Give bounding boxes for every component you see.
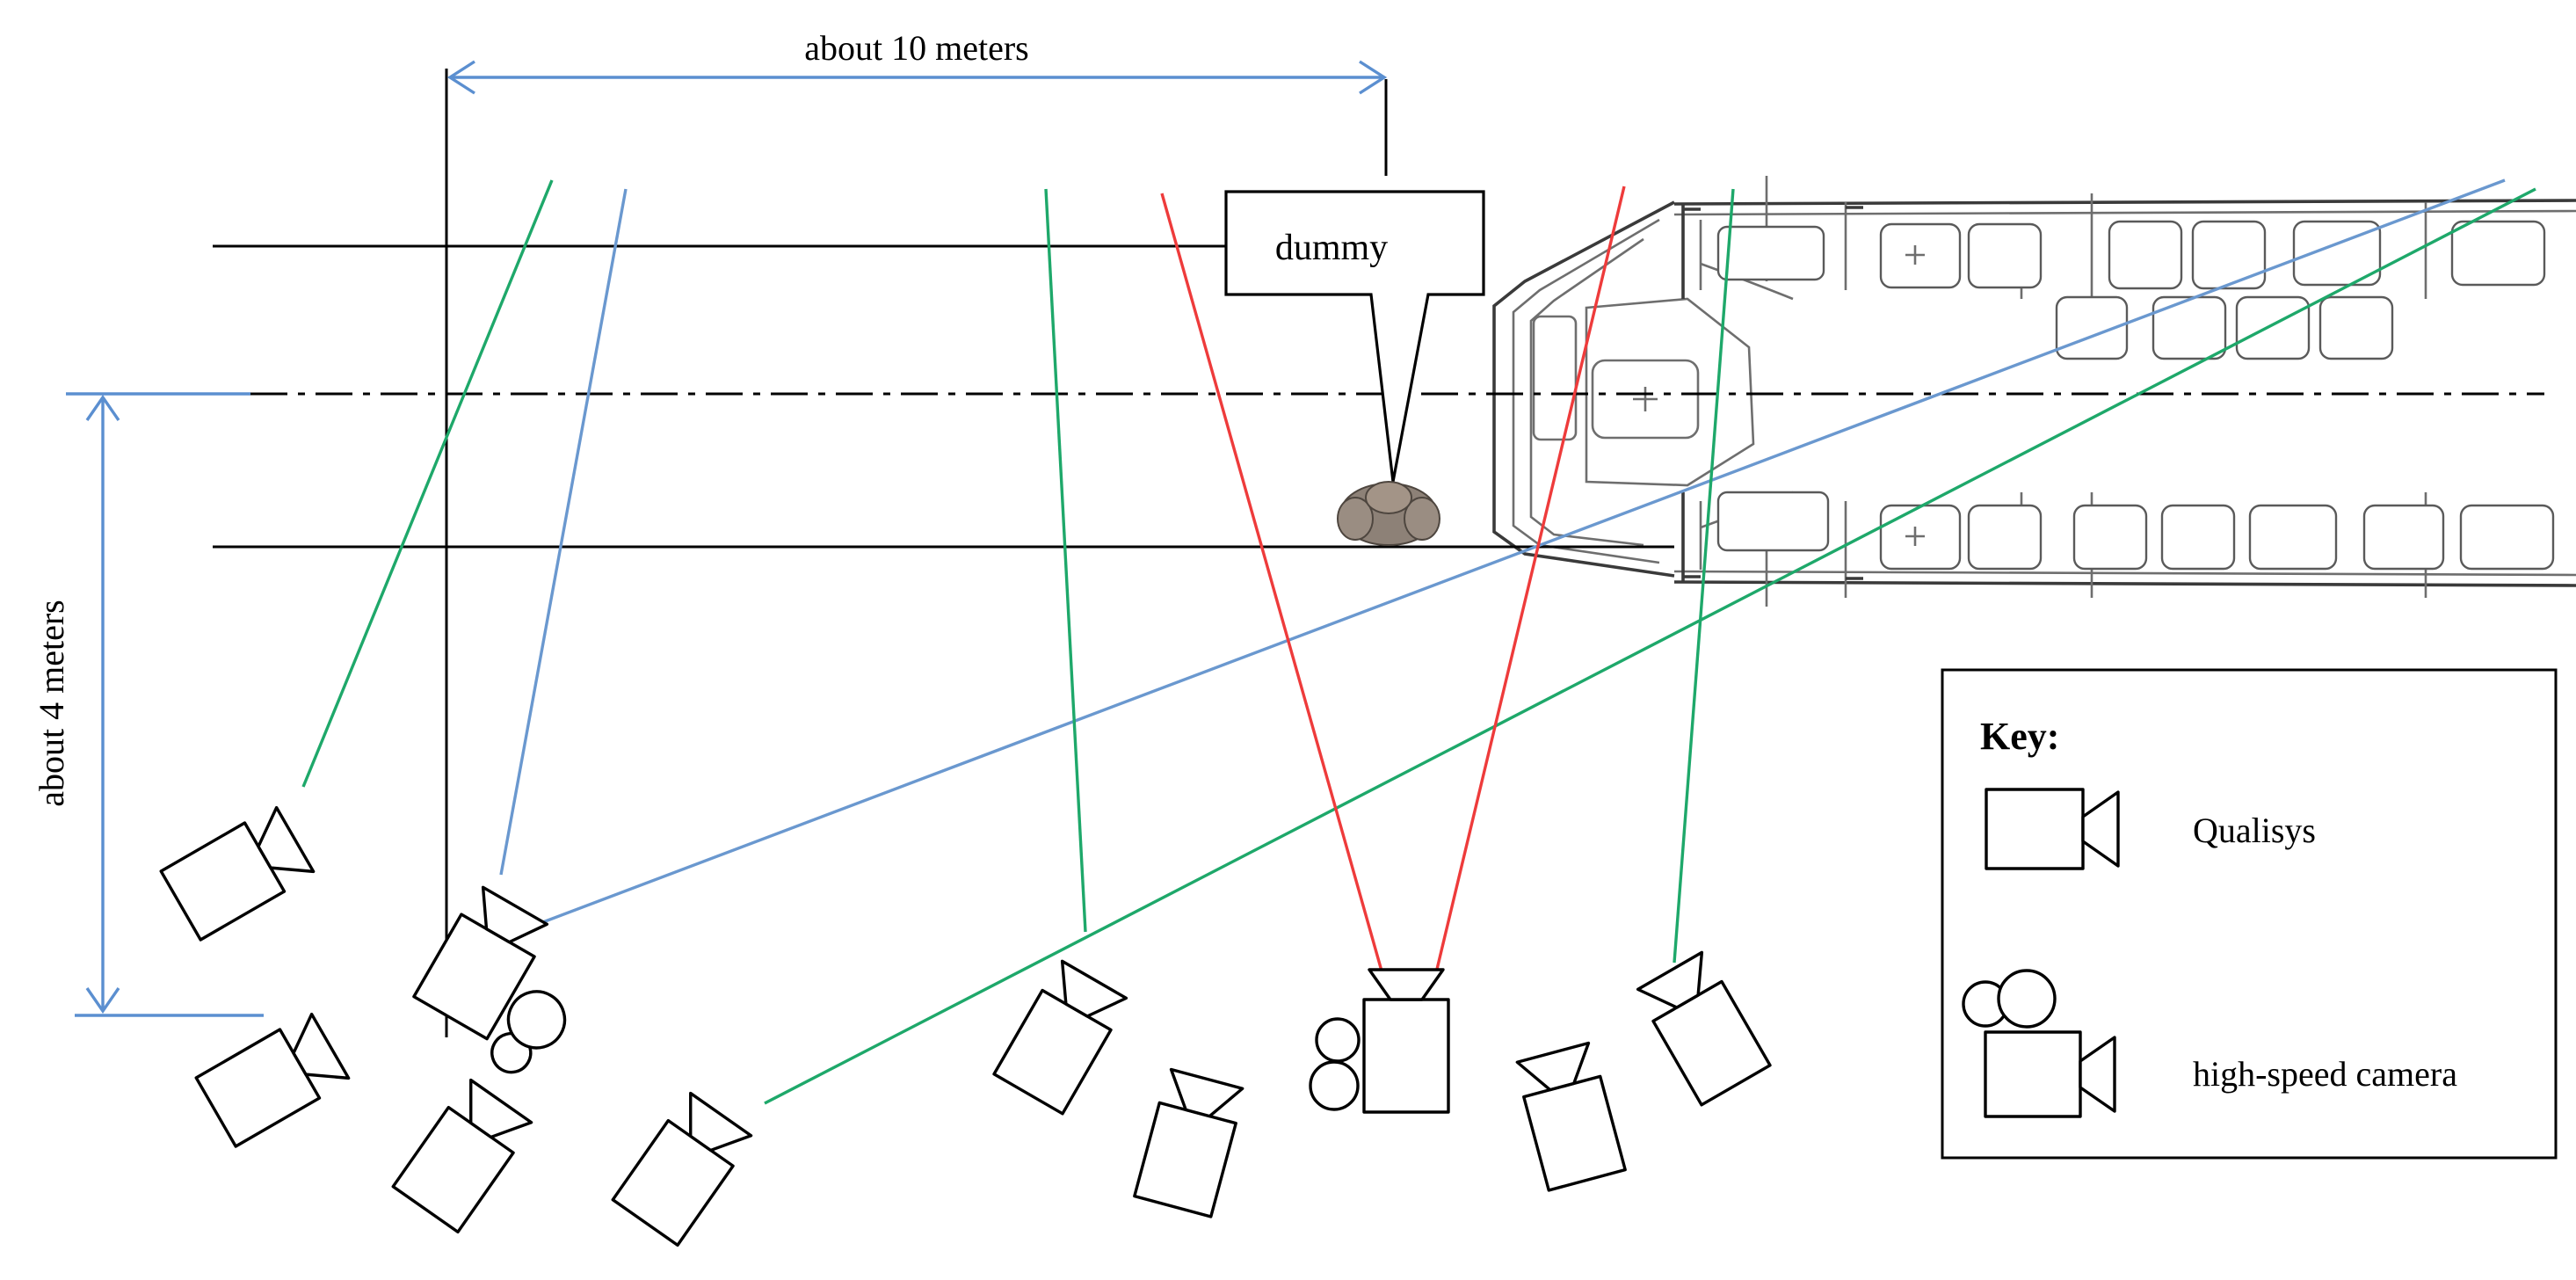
high-speed-camera-icon (1309, 968, 1450, 1114)
sightline-green (1044, 188, 1087, 933)
width-label: about 4 meters (32, 600, 71, 807)
sightline-blue (540, 178, 2506, 925)
dummy-callout: dummy (1224, 190, 1485, 483)
train-outline (1492, 176, 2576, 607)
length-dimension: about 10 meters (446, 28, 1388, 95)
high-speed-camera-icon (412, 885, 567, 1074)
legend-item-high-speed-camera: high-speed camera (2193, 1054, 2457, 1094)
sightline-red (1433, 185, 1626, 981)
qualisys-camera-icon (611, 1090, 755, 1247)
width-dimension: about 4 meters (32, 392, 264, 1017)
length-label: about 10 meters (804, 28, 1029, 68)
qualisys-camera-icon (1133, 1067, 1247, 1218)
sightline-red (1160, 193, 1386, 981)
legend-item-qualisys: Qualisys (2193, 811, 2316, 850)
qualisys-camera-icon (194, 1010, 352, 1148)
dummy-label: dummy (1275, 228, 1388, 268)
reference-lines (213, 69, 2544, 1037)
sightline-green (301, 179, 554, 788)
sightline-green (764, 187, 2536, 1105)
qualisys-camera-icon (992, 958, 1130, 1116)
qualisys-camera-icon (1513, 1041, 1627, 1192)
qualisys-camera-icon (391, 1077, 535, 1234)
sightlines (301, 178, 2536, 1105)
legend-title: Key: (1980, 715, 2059, 758)
qualisys-camera-icon (159, 804, 316, 942)
legend: Key: Qualisys high-speed camera (1941, 668, 2558, 1160)
camera-positions (159, 804, 1772, 1247)
sightline-blue (499, 188, 628, 876)
dummy-figure (1337, 481, 1440, 546)
sightline-green (1673, 188, 1735, 964)
qualisys-camera-icon (1634, 949, 1772, 1107)
